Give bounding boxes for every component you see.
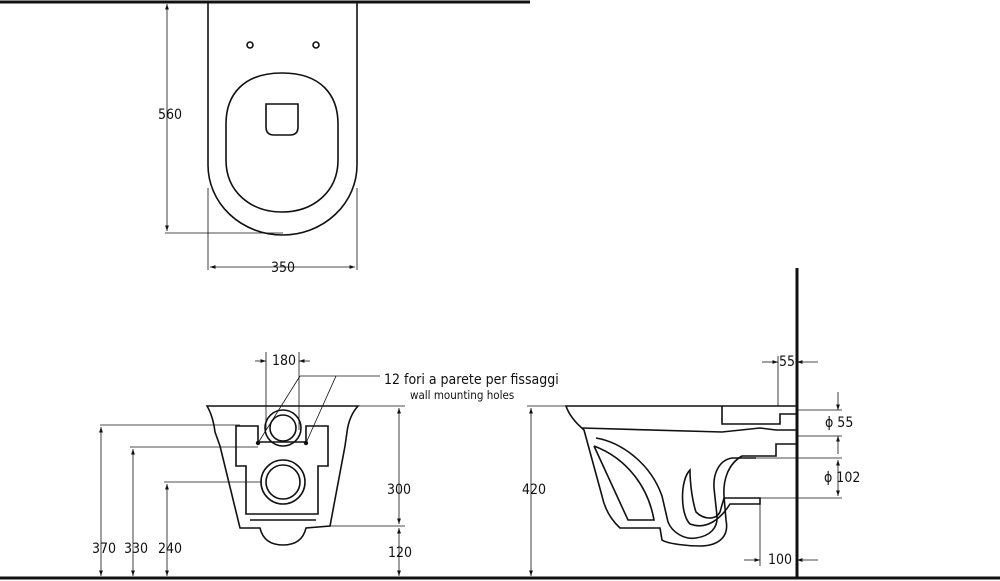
drain-outlet-ring-inner bbox=[265, 464, 301, 500]
dim-label-560: 560 bbox=[158, 107, 182, 123]
mounting-frame bbox=[235, 425, 329, 515]
bowl-outline-top bbox=[207, 3, 358, 236]
seat-hole-right bbox=[312, 41, 320, 49]
bowl-outline-front bbox=[205, 405, 360, 546]
side-view: 420 55 ϕ 55 ϕ 102 100 bbox=[522, 268, 860, 578]
inlet-flange bbox=[721, 406, 797, 425]
water-inlet-ring-inner bbox=[269, 414, 297, 442]
dim-label-100: 100 bbox=[768, 552, 792, 568]
rim-underside bbox=[581, 427, 777, 433]
dim-label-370: 370 bbox=[92, 541, 116, 557]
trap-channel bbox=[681, 468, 761, 527]
dim-label-300: 300 bbox=[387, 482, 411, 498]
bowl-rim-inner-top bbox=[225, 72, 339, 213]
drain-outlet-ring-outer bbox=[260, 459, 306, 505]
bowl-outline-side bbox=[564, 405, 798, 547]
dim-label-180: 180 bbox=[272, 353, 296, 369]
note-fixing-holes-en: wall mounting holes bbox=[410, 388, 514, 402]
leader-line-right bbox=[305, 375, 337, 444]
dim-label-330: 330 bbox=[124, 541, 148, 557]
dim-label-240: 240 bbox=[158, 541, 182, 557]
dim-label-55: 55 bbox=[779, 354, 795, 370]
seat-hole-left bbox=[246, 41, 254, 49]
water-inlet-ring-outer bbox=[264, 409, 302, 447]
dim-label-120: 120 bbox=[388, 545, 412, 561]
dim-label-phi55: ϕ 55 bbox=[825, 415, 853, 431]
note-fixing-holes-it: 12 fori a parete per fissaggi bbox=[384, 372, 559, 388]
dim-label-420: 420 bbox=[522, 482, 546, 498]
dim-label-phi102: ϕ 102 bbox=[824, 470, 860, 486]
front-view: 180 12 fori a parete per fissaggi wall m… bbox=[92, 352, 559, 576]
inner-cavity-side bbox=[595, 437, 756, 540]
drain-opening-top bbox=[265, 103, 299, 136]
dim-label-350: 350 bbox=[271, 260, 295, 276]
leader-line-left bbox=[257, 375, 301, 444]
inner-cavity-front-wall bbox=[593, 445, 655, 521]
top-view: 560 350 bbox=[0, 0, 530, 276]
